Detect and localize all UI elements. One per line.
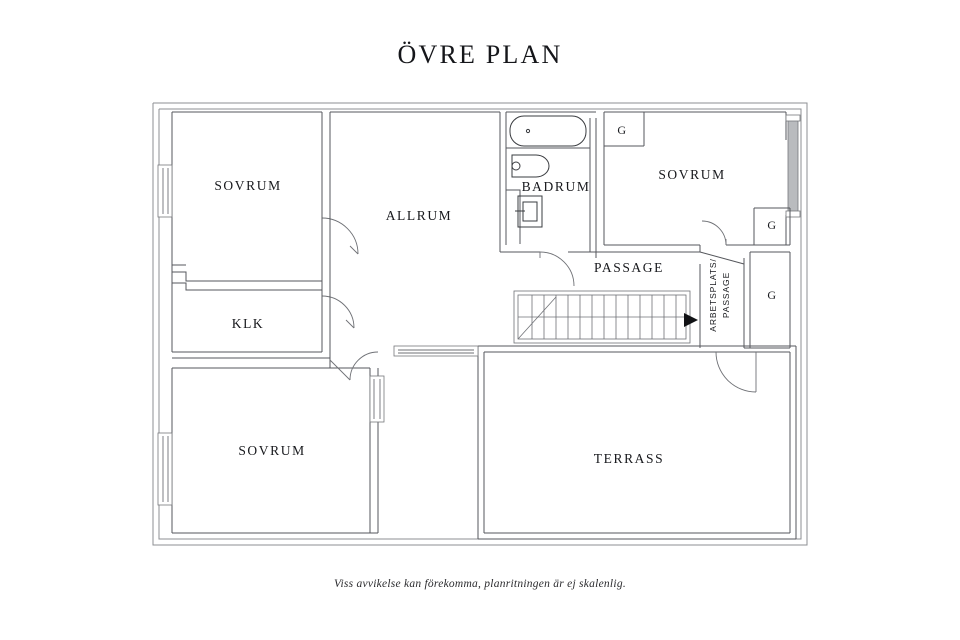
vertical-labels: ARBETSPLATS/ PASSAGE [708,258,731,331]
sink-fixture [515,195,543,228]
room-labels: SOVRUM ALLRUM BADRUM SOVRUM PASSAGE KLK … [214,167,725,466]
room-label-sovrum-top-left: SOVRUM [214,178,281,193]
window-right-upper [785,114,801,218]
closet-label-g-bottom: G [767,288,776,302]
bathtub-fixture [509,115,587,147]
closet-g-middle [753,207,791,246]
window-left-lower [157,432,173,506]
room-label-passage: PASSAGE [594,260,664,275]
closet-g-bottom [743,251,791,349]
door-sovrum-top-left [321,217,359,255]
door-sovrum-top-right [701,220,727,246]
outer-wall [152,102,808,546]
window-mid-right [369,375,385,423]
vertical-label-passage: PASSAGE [721,272,731,318]
disclaimer-caption: Viss avvikelse kan förekomma, planritnin… [334,578,626,590]
door-klk [321,295,355,329]
door-sovrum-bottom [329,351,379,381]
closet-label-g-middle: G [767,218,776,232]
door-badrum [539,251,575,287]
room-passage [568,245,745,348]
window-terrass-top [393,345,479,357]
room-label-sovrum-bottom-left: SOVRUM [238,443,305,458]
page-title: ÖVRE PLAN [397,40,563,69]
toilet-fixture [511,154,550,178]
window-left-upper [157,164,173,218]
room-terrass [477,345,797,540]
room-label-allrum: ALLRUM [386,208,453,223]
room-label-terrass: TERRASS [594,451,664,466]
room-label-sovrum-top-right: SOVRUM [658,167,725,182]
room-label-klk: KLK [232,316,265,331]
room-allrum [321,111,500,358]
room-badrum [499,111,597,258]
room-sovrum-top-left [171,111,323,352]
vertical-label-arbetsplats: ARBETSPLATS/ [708,258,718,331]
staircase [513,290,698,344]
closet-label-g-top: G [617,123,626,137]
closet-labels: G G G [617,123,776,302]
door-terrass [715,351,757,393]
room-label-badrum: BADRUM [522,179,591,194]
